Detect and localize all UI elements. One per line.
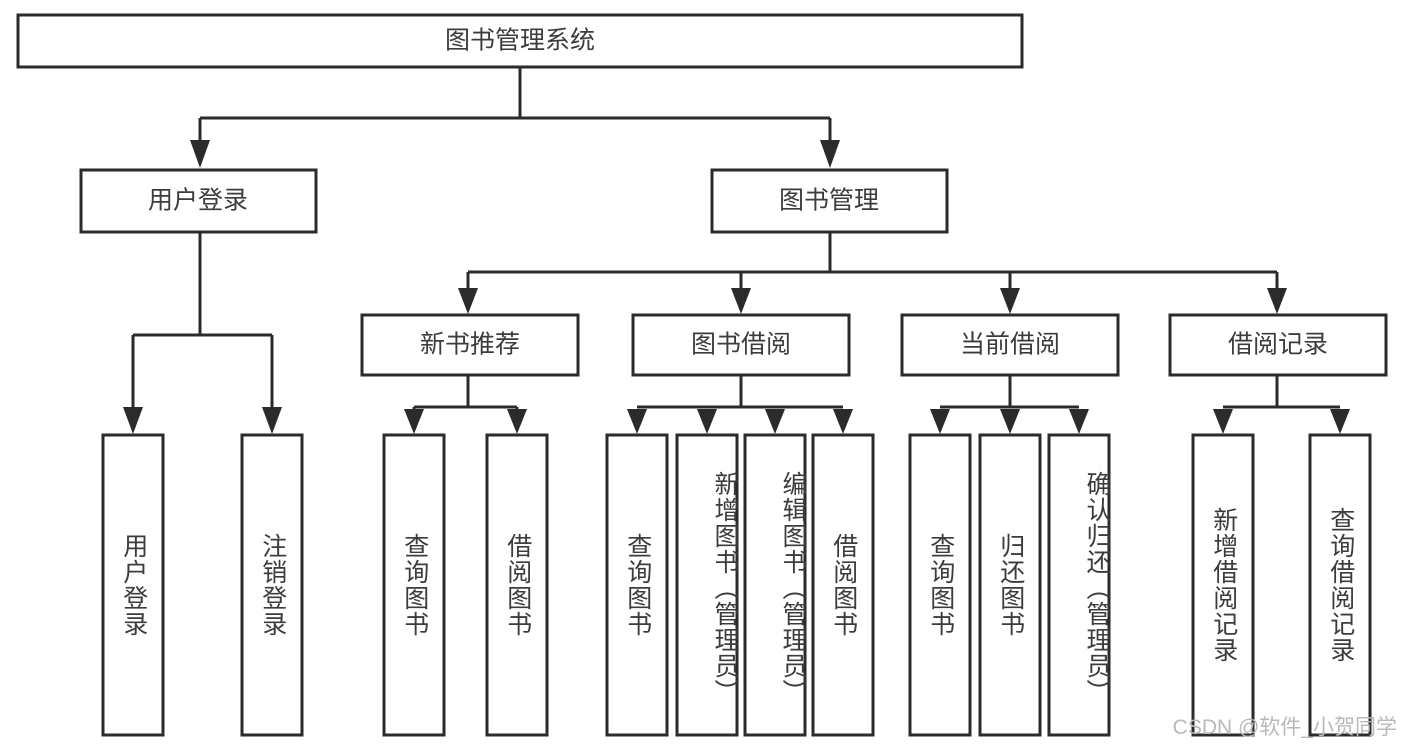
node-book-borrow[interactable] xyxy=(631,313,851,377)
arrow-head-leaf-query-book-3 xyxy=(930,409,950,434)
node-leaf-borrow-book-1[interactable] xyxy=(485,433,549,737)
horizontal-label-layer: 图书管理系统 用户登录 图书管理 新书推荐 图书借阅 当前借阅 借阅记录 xyxy=(148,27,1328,359)
node-leaf-query-book-1[interactable] xyxy=(382,433,446,737)
arrow-head-leaf-borrow-book-1 xyxy=(507,409,527,434)
arrow-head-leaf-user-login xyxy=(123,407,143,434)
node-leaf-query-book-3[interactable] xyxy=(908,433,972,737)
arrow-head-leaf-query-book-2 xyxy=(627,409,647,434)
node-root[interactable] xyxy=(16,13,1024,69)
node-leaf-add-book[interactable] xyxy=(675,433,739,737)
arrow-head-leaf-confirm-return xyxy=(1069,409,1089,434)
node-leaf-logout-login[interactable] xyxy=(240,433,304,737)
arrow-head-book-borrow xyxy=(731,288,751,314)
arrow-head-borrow-record xyxy=(1267,288,1287,314)
node-layer xyxy=(16,13,1388,737)
arrow-head-leaf-borrow-book-2 xyxy=(833,409,853,434)
label-root: 图书管理系统 xyxy=(445,27,595,55)
node-current-borrow[interactable] xyxy=(900,313,1120,377)
arrow-head-user-login xyxy=(190,140,210,168)
label-borrow-record: 借阅记录 xyxy=(1228,331,1328,359)
node-borrow-record[interactable] xyxy=(1168,313,1388,377)
arrow-head-current-borrow xyxy=(1000,288,1020,314)
label-book-management: 图书管理 xyxy=(779,187,879,215)
arrow-head-book-management xyxy=(820,140,840,168)
connector-layer xyxy=(123,67,1350,434)
arrow-head-leaf-return-book xyxy=(1000,409,1020,434)
arrow-head-leaf-logout-login xyxy=(262,407,282,434)
node-leaf-query-record[interactable] xyxy=(1308,433,1372,737)
node-leaf-user-login[interactable] xyxy=(101,433,165,737)
node-leaf-return-book[interactable] xyxy=(978,433,1042,737)
label-new-book-recommend: 新书推荐 xyxy=(420,331,520,359)
node-leaf-confirm-return[interactable] xyxy=(1047,433,1111,737)
label-current-borrow: 当前借阅 xyxy=(960,331,1060,359)
arrow-head-leaf-edit-book xyxy=(765,409,785,434)
node-leaf-query-book-2[interactable] xyxy=(605,433,669,737)
arrow-head-leaf-add-book xyxy=(697,409,717,434)
watermark-text: CSDN @软件_小贺同学 xyxy=(1172,716,1397,739)
node-leaf-borrow-book-2[interactable] xyxy=(811,433,875,737)
arrow-head-leaf-query-record xyxy=(1330,409,1350,434)
arrow-head-leaf-query-book-1 xyxy=(404,409,424,434)
label-user-login: 用户登录 xyxy=(148,187,248,215)
arrow-head-new-book-recommend xyxy=(458,288,478,314)
label-book-borrow: 图书借阅 xyxy=(691,331,791,359)
node-leaf-edit-book[interactable] xyxy=(743,433,807,737)
node-leaf-add-record[interactable] xyxy=(1191,433,1255,737)
node-book-management[interactable] xyxy=(710,168,949,234)
arrow-head-leaf-add-record xyxy=(1213,409,1233,434)
node-user-login[interactable] xyxy=(79,168,318,234)
node-new-book-recommend[interactable] xyxy=(360,313,580,377)
